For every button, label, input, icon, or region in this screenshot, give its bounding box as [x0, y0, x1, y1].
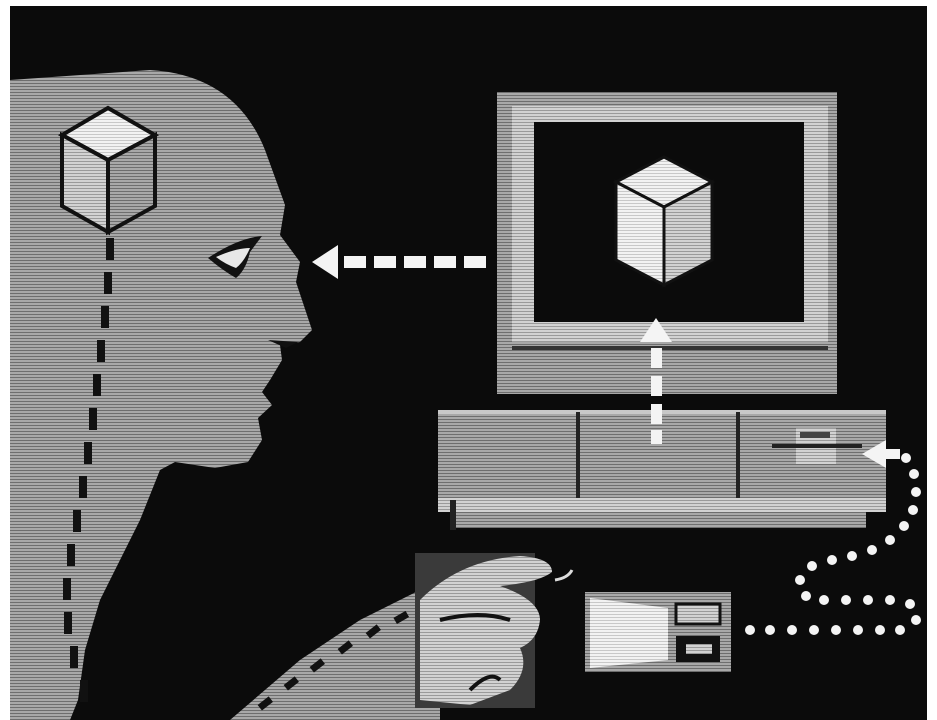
screen-cube-icon — [616, 157, 712, 285]
thought-cube-icon — [62, 108, 155, 232]
mouse-device — [585, 592, 731, 672]
